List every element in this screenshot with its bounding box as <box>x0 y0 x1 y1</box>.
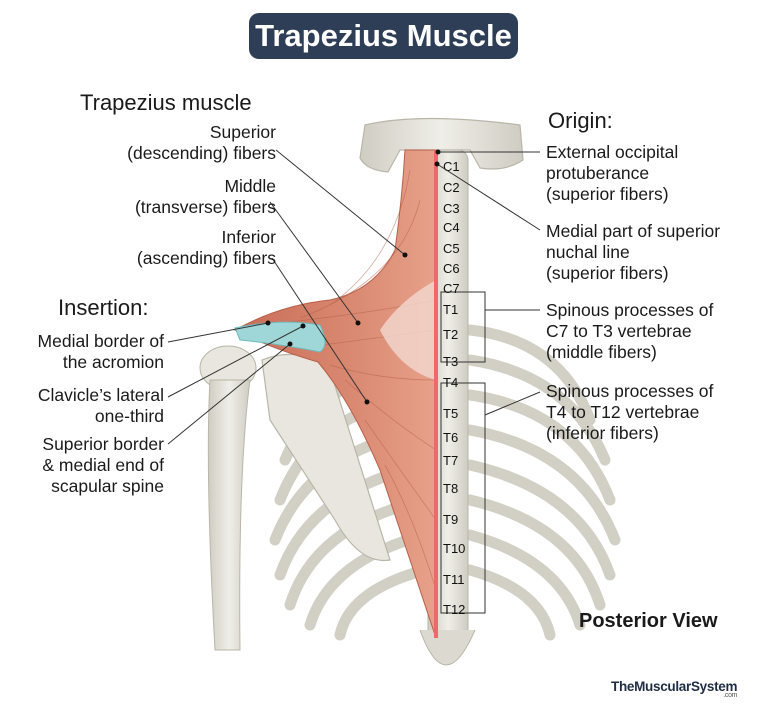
view-label: Posterior View <box>579 610 718 632</box>
eop-line-2: protuberance <box>546 163 650 183</box>
nuchal-line-1: Medial part of superior <box>546 221 721 241</box>
page-title: Trapezius Muscle <box>249 13 518 59</box>
superior-line-2: (descending) fibers <box>127 143 276 163</box>
eop-line-1: External occipital <box>546 142 679 162</box>
vertebra-labels: C1C2C3C4C5C6C7T1T2T3T4T5T6T7T8T9T10T11T1… <box>443 159 465 617</box>
trapezius-heading: Trapezius muscle <box>80 90 252 115</box>
spine-line-3: scapular spine <box>51 476 164 496</box>
vertebra-label-c2: C2 <box>443 180 460 195</box>
vertebra-label-c4: C4 <box>443 220 460 235</box>
inferior-line-2: (ascending) fibers <box>136 248 276 268</box>
eop-line-3: (superior fibers) <box>546 184 669 204</box>
inferior-line-1: Inferior <box>221 227 276 247</box>
spine-line-2: & medial end of <box>42 455 164 475</box>
vertebra-label-t2: T2 <box>443 327 458 342</box>
scapular-spine-label: Superior border & medial end of scapular… <box>42 434 164 497</box>
nuchal-line-2: nuchal line <box>546 242 630 262</box>
vertebra-label-t3: T3 <box>443 354 458 369</box>
vertebra-label-t9: T9 <box>443 512 458 527</box>
skull-base <box>359 117 524 173</box>
clavicle-line-1: Clavicle’s lateral <box>37 385 164 405</box>
occipital-protuberance-label: External occipital protuberance (superio… <box>546 142 678 205</box>
nuchal-line-label: Medial part of superior nuchal line (sup… <box>546 221 720 284</box>
middle-line-2: (transverse) fibers <box>134 197 276 217</box>
vertebra-label-c7: C7 <box>443 281 460 296</box>
origin-heading: Origin: <box>548 108 613 133</box>
vertebra-label-t4: T4 <box>443 375 458 390</box>
insertion-heading: Insertion: <box>58 295 149 320</box>
t4-t12-label: Spinous processes of T4 to T12 vertebrae… <box>546 381 713 444</box>
vertebra-label-c1: C1 <box>443 159 460 174</box>
vertebra-label-t6: T6 <box>443 430 458 445</box>
humerus <box>199 345 257 651</box>
clavicle-line-2: one-third <box>94 406 164 426</box>
inferior-fibers-label: Inferior (ascending) fibers <box>137 227 276 269</box>
vertebra-label-t11: T11 <box>443 572 464 587</box>
aponeurosis <box>380 280 436 380</box>
insertion-band <box>234 321 326 353</box>
acromion-label: Medial border of the acromion <box>38 331 164 373</box>
brand-logo: TheMuscularSystem .com <box>611 679 738 699</box>
bracket-c7-t3 <box>440 291 486 363</box>
vertebra-label-t10: T10 <box>443 541 465 556</box>
vertebra-label-t1: T1 <box>443 302 458 317</box>
vertebra-label-t5: T5 <box>443 406 458 421</box>
scapula <box>261 353 391 562</box>
origin-line <box>434 150 438 638</box>
vertebra-label-t7: T7 <box>443 453 458 468</box>
clavicle-label: Clavicle’s lateral one-third <box>38 385 164 427</box>
leader-lines <box>167 149 541 445</box>
vertebra-label-t12: T12 <box>443 602 465 617</box>
superior-fibers-label: Superior (descending) fibers <box>127 122 276 164</box>
c7t3-line-3: (middle fibers) <box>546 342 657 362</box>
vertebra-label-t8: T8 <box>443 481 458 496</box>
acromion-line-2: the acromion <box>62 352 164 372</box>
t4t12-line-3: (inferior fibers) <box>546 423 659 443</box>
superior-line-1: Superior <box>209 122 276 142</box>
vertebra-label-c5: C5 <box>443 241 460 256</box>
t4t12-line-2: T4 to T12 vertebrae <box>546 402 700 422</box>
brand-suffix: .com <box>723 692 738 699</box>
t4t12-line-1: Spinous processes of <box>546 381 714 401</box>
c7t3-line-2: C7 to T3 vertebrae <box>546 321 692 341</box>
nuchal-line-3: (superior fibers) <box>546 263 669 283</box>
spine-line-1: Superior border <box>42 434 164 454</box>
middle-fibers-label: Middle (transverse) fibers <box>135 176 276 218</box>
brand-name: TheMuscularSystem <box>611 679 738 694</box>
c7-t3-label: Spinous processes of C7 to T3 vertebrae … <box>546 300 713 363</box>
vertebra-label-c3: C3 <box>443 201 460 216</box>
middle-line-1: Middle <box>224 176 276 196</box>
leader-dots <box>265 149 441 405</box>
c7t3-line-1: Spinous processes of <box>546 300 714 320</box>
vertebra-label-c6: C6 <box>443 261 460 276</box>
acromion-line-1: Medial border of <box>37 331 164 351</box>
bracket-t4-t12 <box>440 382 486 614</box>
